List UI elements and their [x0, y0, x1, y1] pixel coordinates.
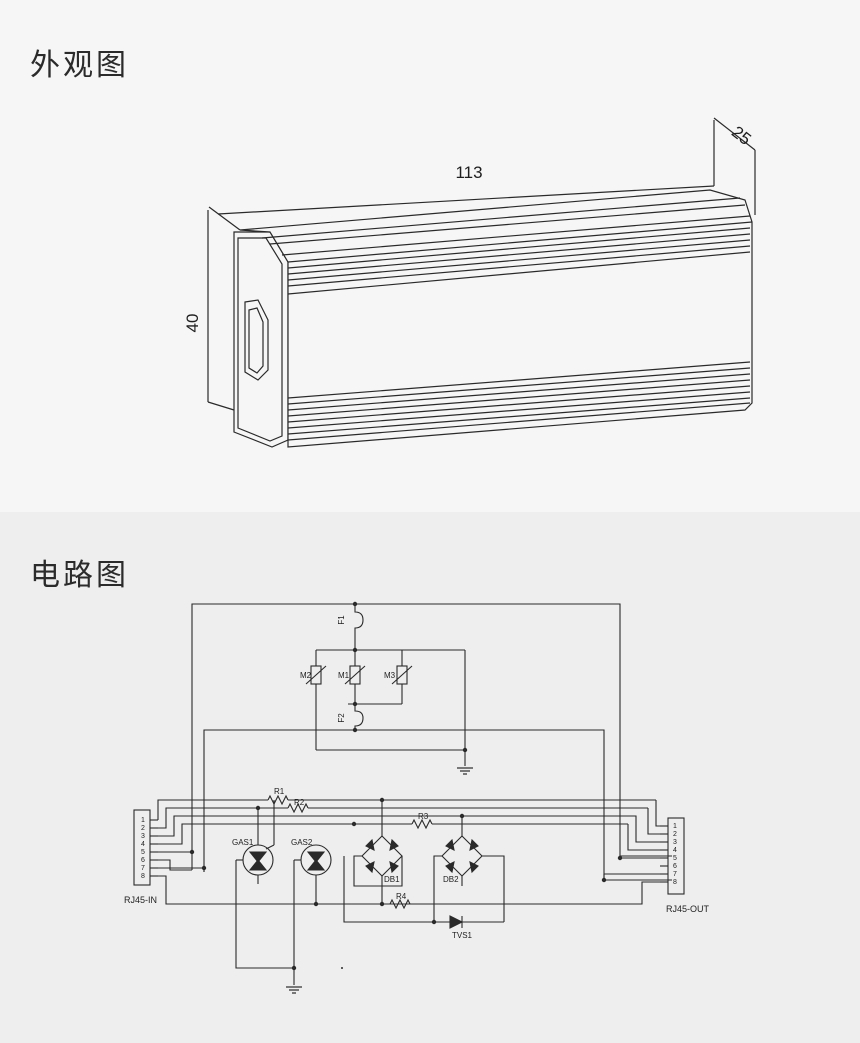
- appearance-title: 外观图: [30, 48, 129, 83]
- bottom-fins: [287, 367, 751, 435]
- dimension-length: 113: [455, 163, 482, 182]
- top-fins: [261, 197, 751, 287]
- circuit-title: 电路图: [30, 558, 129, 593]
- dimension-lines: [207, 117, 756, 411]
- dimension-width: 25: [728, 122, 755, 149]
- dimension-height: 40: [183, 314, 202, 333]
- appearance-drawing: 113 25 40: [183, 117, 756, 448]
- end-cap: [233, 231, 289, 448]
- housing-body: [239, 189, 753, 448]
- circuit-panel: [0, 512, 860, 1043]
